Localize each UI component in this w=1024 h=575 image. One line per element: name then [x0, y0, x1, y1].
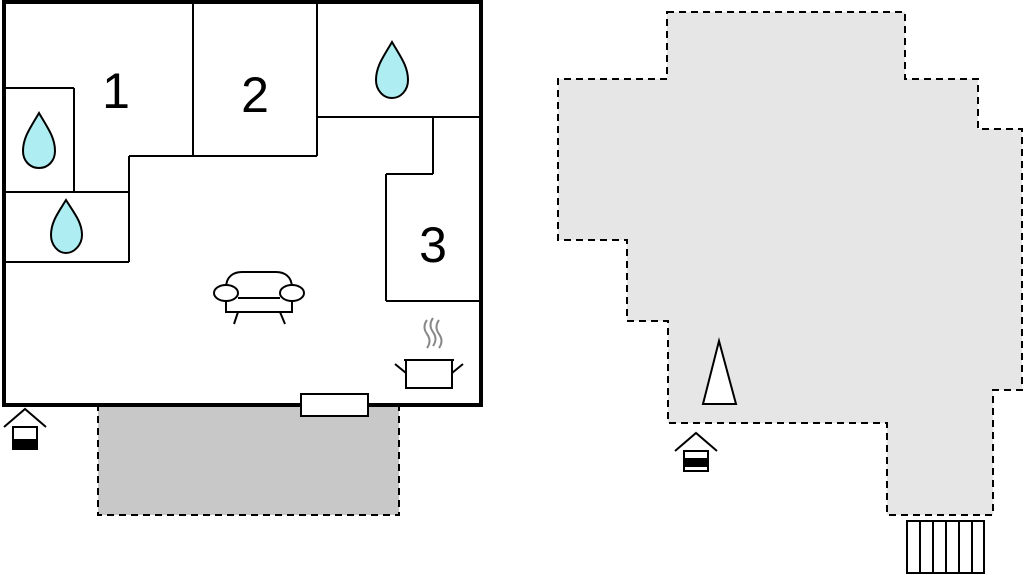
door-step	[300, 393, 369, 417]
water-drop-icon	[374, 39, 410, 100]
stairs-icon	[906, 520, 985, 574]
tree-icon	[701, 337, 738, 405]
sofa-icon	[213, 271, 305, 325]
terrace-area	[97, 404, 400, 516]
house-outline	[2, 0, 483, 407]
house-entrance-icon	[674, 431, 718, 472]
house-entrance-icon	[3, 407, 47, 450]
water-drop-icon	[49, 198, 84, 255]
room-1-label: 1	[102, 63, 130, 119]
garden-area	[557, 11, 1023, 516]
room-2-label: 2	[241, 67, 269, 123]
water-drop-icon	[21, 110, 57, 170]
cooking-pot-icon	[394, 317, 464, 389]
room-3-label: 3	[419, 217, 447, 273]
interior-walls	[4, 2, 481, 302]
